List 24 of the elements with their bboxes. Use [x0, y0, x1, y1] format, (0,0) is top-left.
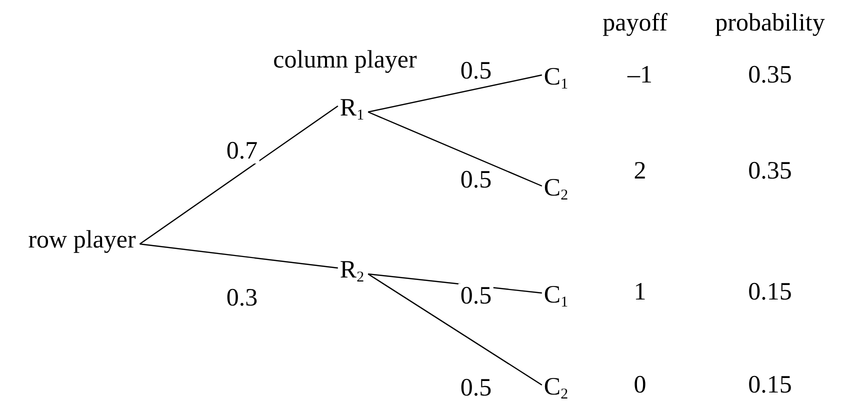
column-header: probability — [715, 10, 825, 36]
branch-line — [139, 106, 338, 244]
tree-node-label: R$_{2}$ — [340, 258, 364, 282]
column-header: payoff — [602, 10, 668, 36]
tree-node-label: C$_{1}$ — [544, 282, 568, 308]
table-value: 0.15 — [748, 280, 792, 304]
table-value: 0.35 — [748, 62, 792, 88]
branch-line — [140, 243, 338, 269]
tree-node-label: R$_{1}$ — [340, 96, 364, 120]
branch-line — [368, 74, 542, 113]
branch-line — [368, 274, 542, 386]
branch-line — [368, 111, 542, 187]
tree-node-label: row player — [28, 228, 136, 252]
table-value: 0.35 — [748, 158, 792, 184]
edge-label: 0.7 — [224, 138, 260, 164]
tree-node-label: C$_{2}$ — [544, 176, 568, 200]
table-value: 0.15 — [748, 372, 792, 398]
tree-node-label: C$_{2}$ — [544, 374, 568, 400]
table-value: 0 — [634, 372, 646, 398]
tree-node-label: C$_{1}$ — [544, 64, 568, 90]
table-value: 1 — [634, 280, 646, 304]
column-header: column player — [273, 48, 417, 72]
table-value: 2 — [634, 158, 646, 184]
table-value: –1 — [628, 62, 652, 88]
